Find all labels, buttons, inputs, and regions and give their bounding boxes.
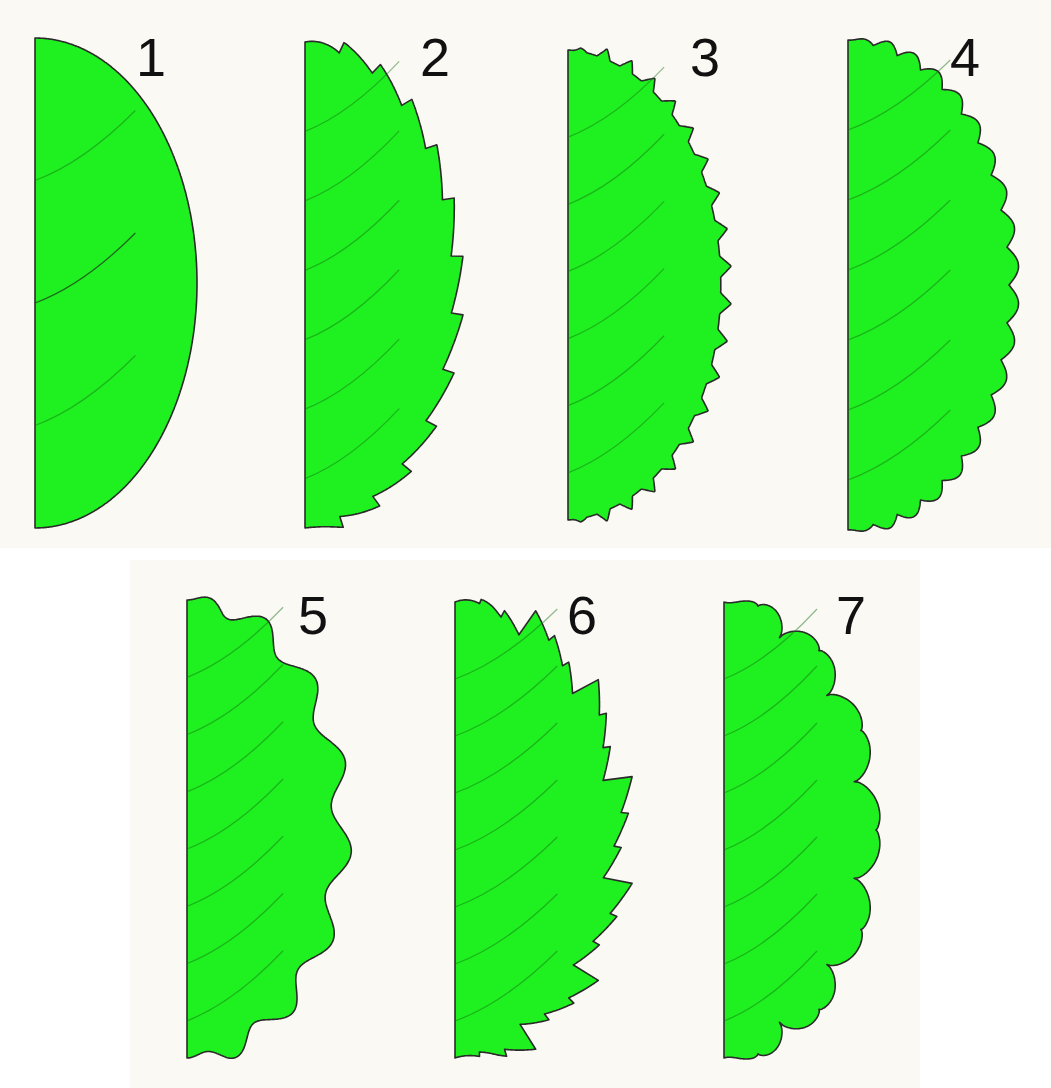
leaf-crenate bbox=[848, 39, 1019, 531]
leaf-vein bbox=[848, 270, 950, 340]
panel-ground bbox=[130, 560, 920, 1088]
leaf-vein bbox=[305, 131, 399, 201]
leaf-vein bbox=[187, 951, 283, 1021]
leaf-vein bbox=[724, 951, 817, 1021]
leaf-vein bbox=[305, 270, 399, 340]
leaf-vein bbox=[848, 60, 950, 130]
leaf-vein bbox=[305, 200, 399, 270]
leaf-vein bbox=[187, 779, 283, 849]
callout-number: 5 bbox=[298, 588, 328, 642]
leaf-vein bbox=[568, 201, 664, 271]
leaf-vein bbox=[187, 894, 283, 964]
leaf-vein bbox=[187, 836, 283, 906]
leaf-outline bbox=[305, 41, 463, 528]
leaf-vein bbox=[455, 609, 557, 679]
leaf-outline bbox=[724, 601, 880, 1059]
leaf-entire bbox=[35, 38, 197, 528]
leaf-vein bbox=[455, 666, 557, 736]
leaf-vein bbox=[568, 67, 664, 137]
leaf-vein bbox=[455, 894, 557, 964]
leaf-vein bbox=[187, 665, 283, 735]
leaf-serrate bbox=[305, 41, 463, 528]
leaf-vein bbox=[848, 130, 950, 200]
callout-number: 7 bbox=[836, 588, 866, 642]
leaf-lobulate bbox=[724, 601, 880, 1059]
leaf-vein bbox=[455, 780, 557, 850]
leaf-outline bbox=[848, 39, 1019, 531]
leaf-vein bbox=[305, 339, 399, 409]
leaf-dentate bbox=[568, 48, 731, 522]
leaf-vein bbox=[455, 837, 557, 907]
leaf-vein bbox=[455, 951, 557, 1021]
leaf-vein bbox=[724, 666, 817, 736]
callout-number: 1 bbox=[136, 30, 166, 84]
leaf-vein bbox=[724, 609, 817, 679]
leaf-vein bbox=[187, 722, 283, 792]
callout-number: 3 bbox=[690, 30, 720, 84]
leaf-vein bbox=[848, 340, 950, 410]
leaf-outline bbox=[568, 48, 731, 522]
leaf-vein bbox=[724, 780, 817, 850]
leaf-outline bbox=[455, 599, 632, 1058]
leaf-sinuate bbox=[187, 597, 351, 1058]
leaf-vein bbox=[455, 723, 557, 793]
leaf-vein bbox=[848, 200, 950, 270]
leaf-vein bbox=[724, 837, 817, 907]
panel-ground bbox=[0, 0, 1051, 548]
leaf-vein bbox=[568, 336, 664, 406]
leaf-vein bbox=[724, 723, 817, 793]
leaf-outline bbox=[187, 597, 351, 1058]
leaf-vein bbox=[35, 356, 135, 426]
leaf-vein bbox=[187, 607, 283, 677]
leaf-vein bbox=[305, 409, 399, 479]
leaf-vein bbox=[848, 410, 950, 480]
leaf-vein bbox=[724, 894, 817, 964]
leaf-vein bbox=[305, 61, 399, 131]
leaf-vein bbox=[568, 269, 664, 339]
leaf-vein bbox=[35, 111, 135, 181]
leaf-vein bbox=[35, 233, 135, 303]
leaf-vein bbox=[568, 403, 664, 473]
callout-number: 2 bbox=[420, 30, 450, 84]
leaf-outline bbox=[35, 38, 197, 528]
leaf-vein bbox=[568, 134, 664, 204]
leaf-doubly-serrate bbox=[455, 599, 632, 1058]
callout-number: 4 bbox=[950, 30, 980, 84]
callout-number: 6 bbox=[567, 588, 597, 642]
